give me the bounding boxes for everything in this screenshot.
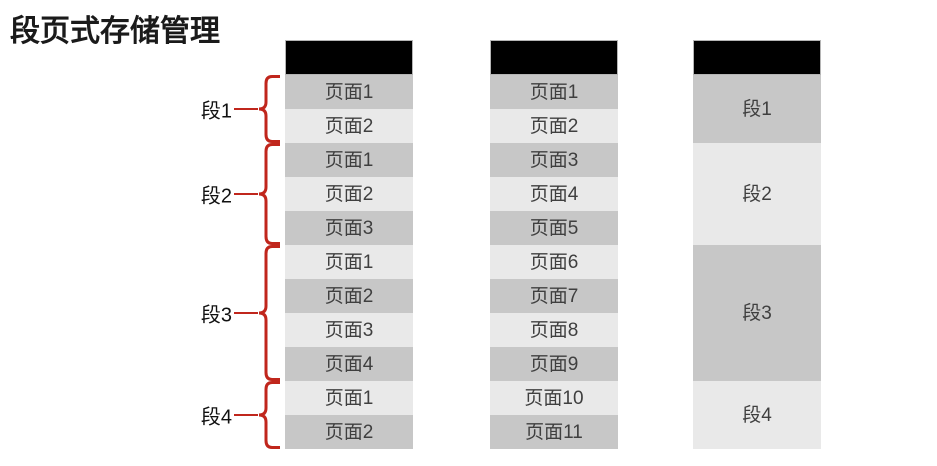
segment-bracket: 段2: [201, 143, 282, 245]
segment-bracket: 段1: [201, 75, 282, 143]
curly-brace-icon: [258, 143, 282, 245]
bracket-leader-line: [234, 414, 258, 416]
physical-page-cell: 页面6: [490, 245, 618, 279]
physical-page-cell: 页面7: [490, 279, 618, 313]
logical-page-cell: 页面2: [285, 177, 413, 211]
physical-page-cell: 页面3: [490, 143, 618, 177]
logical-page-cell: 页面3: [285, 313, 413, 347]
bracket-leader-line: [234, 193, 258, 195]
segment-block: 段2: [693, 143, 821, 245]
physical-page-cell: 页面2: [490, 109, 618, 143]
segment-block: 段1: [693, 75, 821, 143]
logical-page-cell: 页面3: [285, 211, 413, 245]
logical-page-cell: 页面1: [285, 381, 413, 415]
physical-page-cell: 页面11: [490, 415, 618, 449]
physical-page-cell: 页面8: [490, 313, 618, 347]
segment-block: 段3: [693, 245, 821, 381]
logical-page-column-header: [285, 40, 413, 75]
logical-page-cell: 页面2: [285, 279, 413, 313]
physical-page-cell: 页面1: [490, 75, 618, 109]
curly-brace-icon: [258, 75, 282, 143]
physical-page-cell: 页面9: [490, 347, 618, 381]
logical-page-cell: 页面2: [285, 109, 413, 143]
physical-page-cell: 页面5: [490, 211, 618, 245]
bracket-leader-line: [234, 108, 258, 110]
bracket-leader-line: [234, 312, 258, 314]
logical-page-cell: 页面4: [285, 347, 413, 381]
logical-page-cell: 页面1: [285, 75, 413, 109]
segment-column-header: [693, 40, 821, 75]
physical-page-cell: 页面4: [490, 177, 618, 211]
segment-label: 段1: [200, 100, 232, 123]
segment-label: 段3: [200, 304, 232, 327]
page-title: 段页式存储管理: [10, 15, 220, 48]
logical-page-cell: 页面1: [285, 143, 413, 177]
curly-brace-icon: [258, 245, 282, 381]
segment-label: 段4: [200, 406, 232, 429]
physical-page-cell: 页面10: [490, 381, 618, 415]
segment-label: 段2: [200, 185, 232, 208]
segment-block: 段4: [693, 381, 821, 449]
segment-bracket: 段4: [201, 381, 282, 449]
curly-brace-icon: [258, 381, 282, 449]
logical-page-cell: 页面1: [285, 245, 413, 279]
segment-bracket: 段3: [201, 245, 282, 381]
physical-page-column-header: [490, 40, 618, 75]
logical-page-cell: 页面2: [285, 415, 413, 449]
